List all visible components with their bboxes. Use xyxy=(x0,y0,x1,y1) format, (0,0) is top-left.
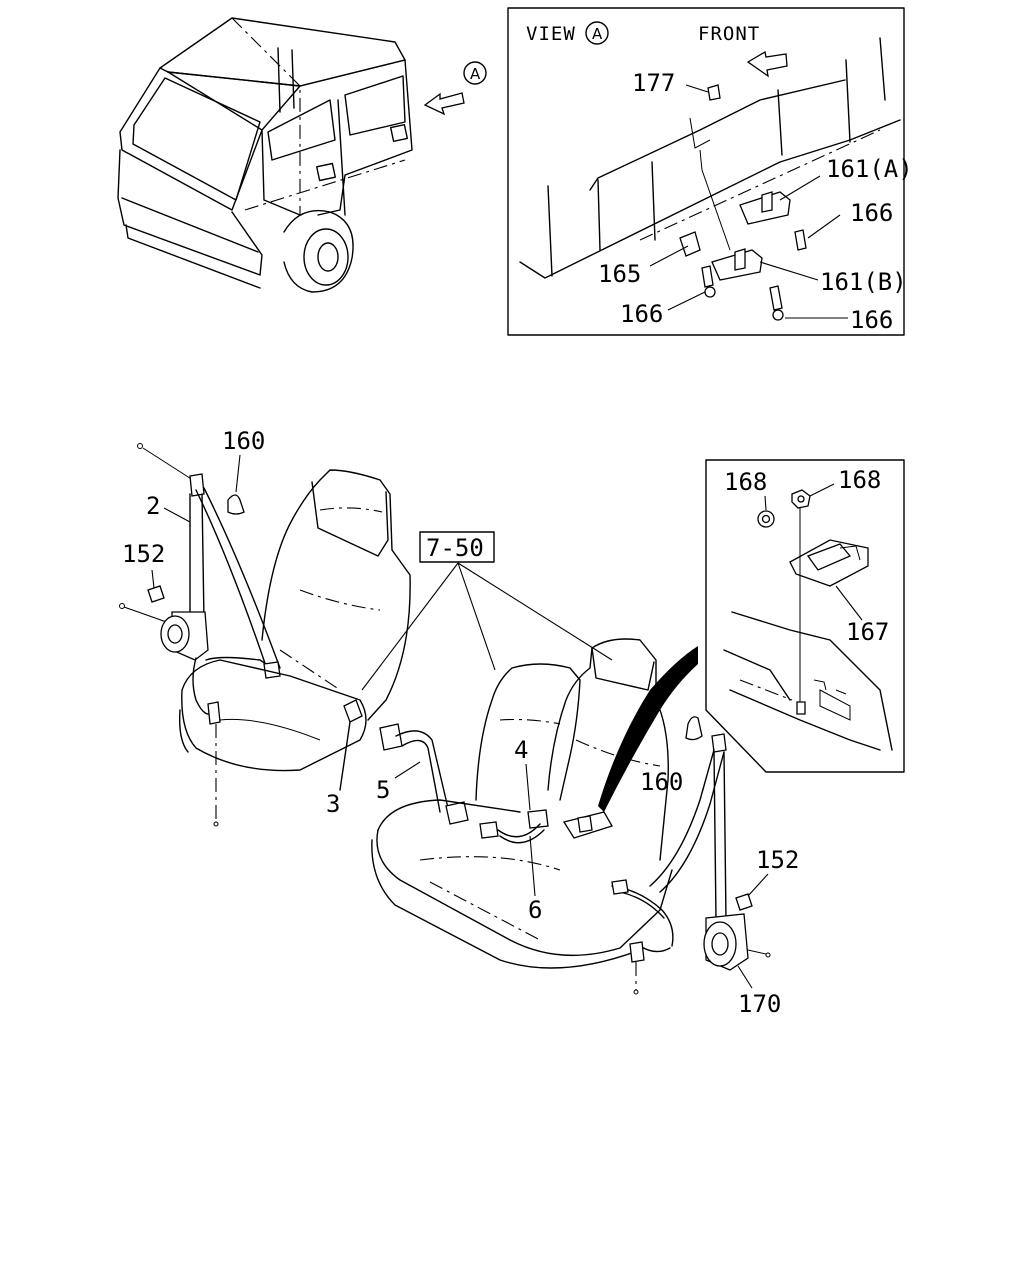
leader-152-left xyxy=(151,569,155,589)
part-label-168-right: 168 xyxy=(838,466,881,494)
part-label-170: 170 xyxy=(738,990,781,1018)
part-label-166-top: 166 xyxy=(850,199,893,227)
leader-170 xyxy=(737,965,753,989)
truck-cab-illustration xyxy=(117,17,487,293)
part-label-166-right: 166 xyxy=(850,306,893,334)
part-label-6: 6 xyxy=(528,896,542,924)
view-a-callout: A xyxy=(470,65,481,83)
part-label-2: 2 xyxy=(146,492,160,520)
part-label-166-left: 166 xyxy=(620,300,663,328)
right-seat-belt-assembly xyxy=(611,716,771,995)
front-direction-label: FRONT xyxy=(698,23,760,45)
view-a-inset xyxy=(507,7,905,336)
part-label-160-left: 160 xyxy=(222,427,265,455)
part-label-3: 3 xyxy=(326,790,340,818)
view-a-title-word: VIEW xyxy=(526,23,576,45)
part-label-4: 4 xyxy=(514,736,528,764)
part-label-161a: 161(A) xyxy=(826,155,913,183)
part-label-152-left: 152 xyxy=(122,540,165,568)
part-label-160-right: 160 xyxy=(640,768,683,796)
part-label-152-right: 152 xyxy=(756,846,799,874)
bench-seat-assembly xyxy=(361,531,698,969)
part-label-5: 5 xyxy=(376,776,390,804)
left-seat-belt-assembly xyxy=(119,443,411,827)
part-label-167: 167 xyxy=(846,618,889,646)
part-label-168-left: 168 xyxy=(724,468,767,496)
leader-2 xyxy=(163,507,191,523)
part-label-165: 165 xyxy=(598,260,641,288)
floor-mount-inset xyxy=(705,459,905,773)
leader-6 xyxy=(529,835,536,897)
leader-5 xyxy=(394,761,421,779)
ref-box-7-50: 7-50 xyxy=(426,534,484,562)
part-label-177: 177 xyxy=(632,69,675,97)
leader-160-left xyxy=(235,454,241,493)
leader-152-right xyxy=(747,873,769,897)
view-a-title-letter: A xyxy=(592,25,603,43)
part-label-161b: 161(B) xyxy=(820,268,907,296)
leader-4 xyxy=(525,763,531,811)
